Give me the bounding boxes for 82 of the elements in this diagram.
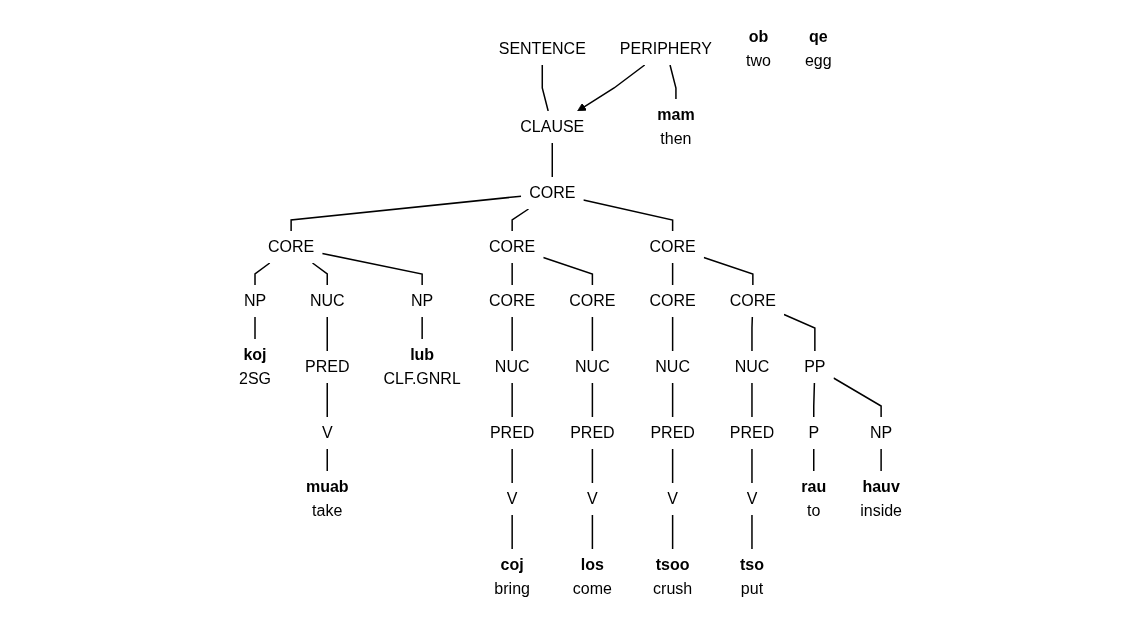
connector [511,514,514,550]
node-text: NUC [575,358,611,375]
connector [312,262,329,286]
connector [326,448,329,472]
connector [592,316,594,352]
node-text: CORE [569,292,616,309]
connector [254,316,257,340]
node-text: CORE [730,292,777,309]
node-text: V [507,490,518,507]
node-text: NP [411,292,434,309]
node-text: lub CLF.GNRL [383,346,462,387]
connector [326,382,329,418]
connector [703,256,755,286]
node-text: PERIPHERY [620,40,713,57]
node-text: V [747,490,758,507]
connector [813,448,815,472]
node-text: CORE [649,292,697,309]
connector [511,262,514,286]
node-text: ob two [746,28,772,69]
connector [672,448,674,484]
connector [751,514,754,550]
connector [592,448,594,484]
connector [511,448,514,484]
node-text: CORE [489,292,536,309]
node-text: koj 2SG [239,346,272,387]
connector [672,316,674,352]
node-text: tso put [740,556,765,597]
node-text: CORE [268,238,315,255]
connector [511,382,514,418]
node-text: PP [804,358,827,375]
node-text: hauv inside [860,478,903,519]
node-text: NUC [495,358,530,375]
node-text: CORE [529,184,576,201]
node-text: CORE [649,238,697,255]
connector [254,262,271,286]
connector [751,316,754,352]
node-text: NP [244,292,267,309]
connector [833,377,883,418]
connector [552,142,554,178]
node-text: coj bring [494,556,531,597]
connector [511,316,514,352]
node-text: PRED [490,424,535,441]
node-text: muab take [306,478,350,519]
connector [511,208,530,232]
node-text: NUC [735,358,770,375]
node-text: SENTENCE [499,40,587,57]
connector [672,382,674,418]
node-text: P [808,424,820,441]
connector [543,256,594,286]
node-text: V [587,490,599,507]
node-text: tsoo crush [653,556,693,597]
node-text: NP [870,424,893,441]
node-text: PRED [570,424,616,441]
connector [290,195,523,232]
node-text: rau to [801,478,827,519]
node-text: qe egg [805,28,833,69]
connector [751,448,754,484]
node-text: CLAUSE [520,118,585,135]
node-text: NUC [655,358,691,375]
connector [592,382,594,418]
connector [813,382,816,418]
node-text: los come [573,556,613,597]
connector [592,514,594,550]
connector [321,252,424,286]
connector [542,64,550,112]
node-text: PRED [305,358,350,375]
connector [672,514,674,550]
connector [672,262,674,286]
connector [880,448,883,472]
node-text: PRED [730,424,775,441]
node-text: V [322,424,334,441]
node-text: NUC [310,292,346,309]
connector [669,64,678,100]
node-text: mam then [657,106,696,147]
connector [326,316,329,352]
connector [583,199,674,232]
arrow [577,64,646,112]
node-text: PRED [650,424,696,441]
connector [421,316,424,340]
connector [751,382,754,418]
node-text: V [667,490,679,507]
node-text: CORE [489,238,536,255]
